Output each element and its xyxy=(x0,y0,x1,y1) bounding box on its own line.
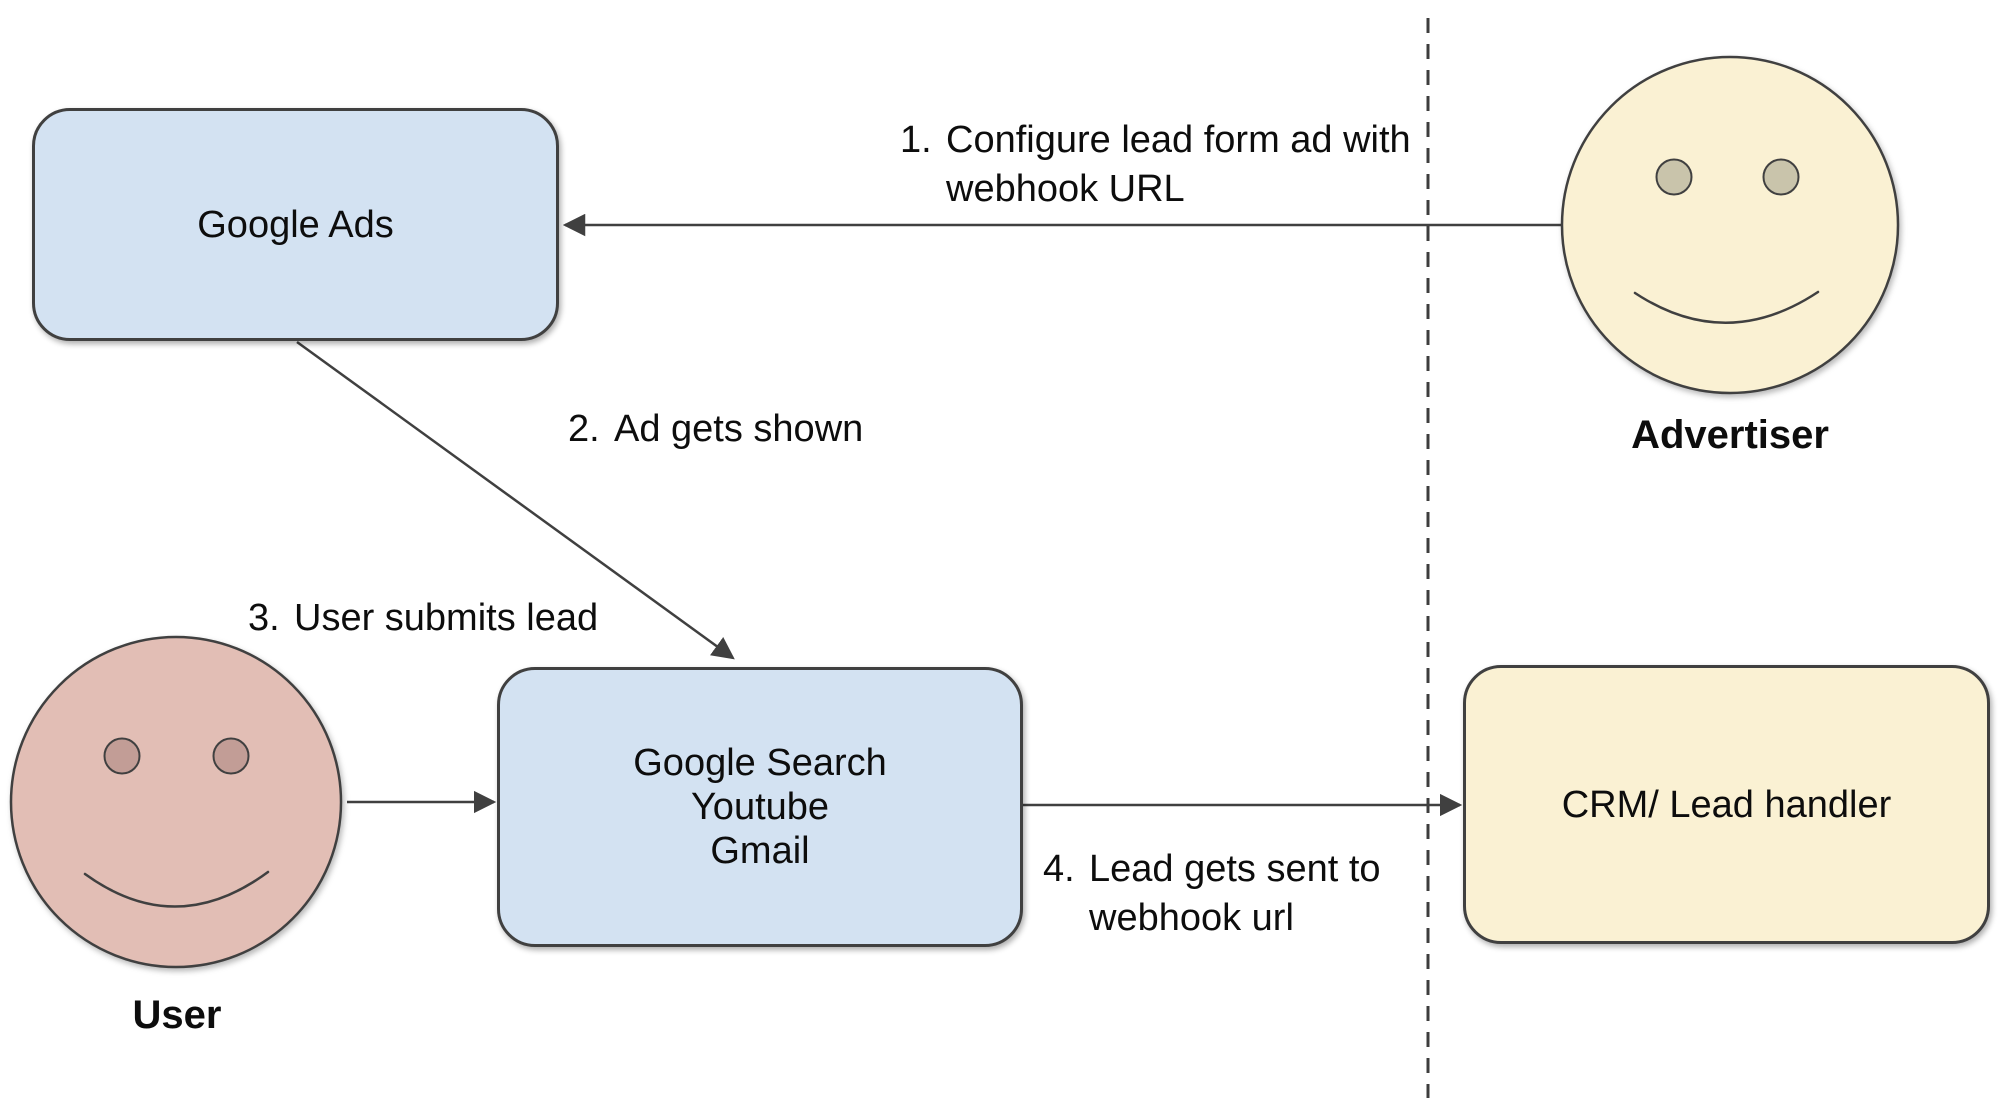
advertiser-face-icon xyxy=(1560,55,1900,395)
arrow-ad-gets-shown xyxy=(296,340,735,660)
user-eye-left xyxy=(103,737,141,775)
step-3-label: 3. User submits lead xyxy=(248,594,598,643)
advertiser-smile xyxy=(1633,290,1820,324)
advertiser-label: Advertiser xyxy=(1631,413,1829,457)
step-1-text: Configure lead form ad with webhook URL xyxy=(946,119,1411,210)
node-google-channels: Google Search Youtube Gmail xyxy=(497,667,1023,947)
user-eye-right xyxy=(212,737,250,775)
user-head xyxy=(9,635,343,969)
node-google-ads: Google Ads xyxy=(32,108,559,341)
user-smile xyxy=(83,870,270,908)
step-3-text: User submits lead xyxy=(294,597,599,639)
advertiser-eye-left xyxy=(1655,158,1693,196)
step-2-text: Ad gets shown xyxy=(614,408,864,450)
channels-line-gmail: Gmail xyxy=(710,830,810,872)
step-4-label: 4. Lead gets sent to webhook url xyxy=(1043,845,1381,943)
channels-line-google-search: Google Search xyxy=(633,742,887,784)
step-2-number: 2. xyxy=(568,408,600,450)
step-1-label: 1. Configure lead form ad with webhook U… xyxy=(900,116,1411,214)
channels-line-youtube: Youtube xyxy=(690,786,830,828)
step-4-number: 4. xyxy=(1043,848,1075,890)
step-4-text: Lead gets sent to webhook url xyxy=(1089,848,1381,939)
node-crm-label: CRM/ Lead handler xyxy=(1561,783,1892,826)
node-crm-lead-handler: CRM/ Lead handler xyxy=(1463,665,1990,944)
step-2-label: 2. Ad gets shown xyxy=(568,405,863,454)
advertiser-eye-right xyxy=(1762,158,1800,196)
step-1-number: 1. xyxy=(900,119,932,161)
advertiser-head xyxy=(1560,55,1900,395)
user-face-icon xyxy=(9,635,343,969)
user-label: User xyxy=(132,993,222,1037)
node-google-ads-label: Google Ads xyxy=(197,203,394,246)
step-3-number: 3. xyxy=(248,597,280,639)
